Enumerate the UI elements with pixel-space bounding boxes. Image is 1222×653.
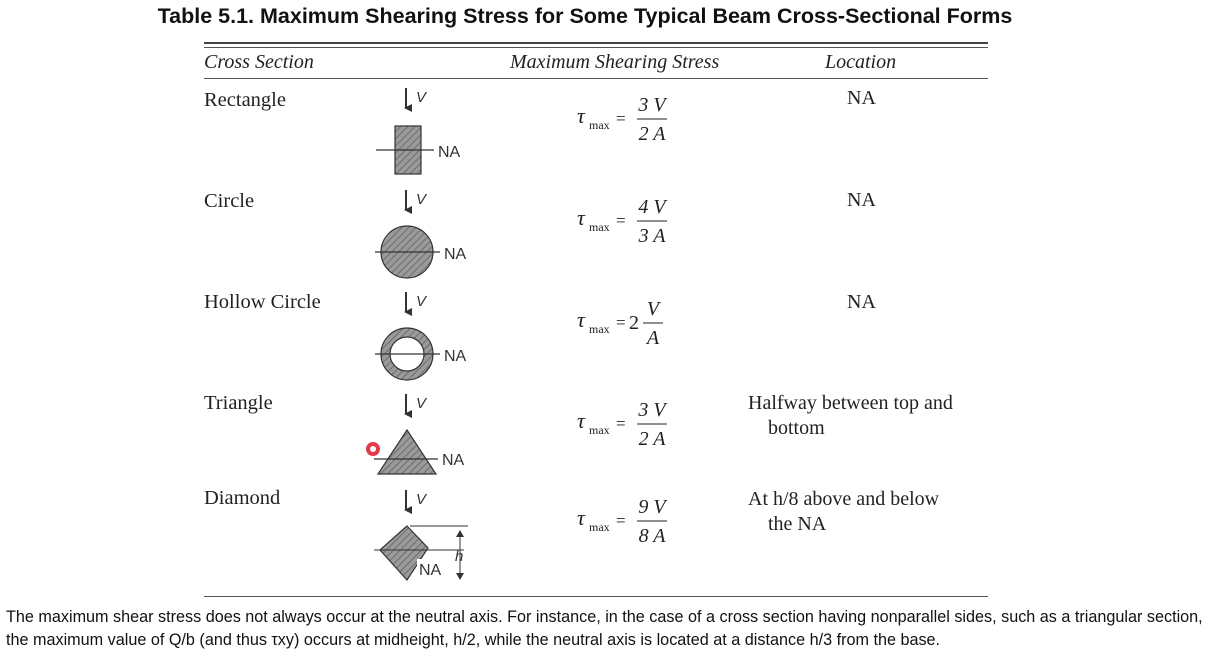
equals-sign: = [616, 511, 626, 530]
cursor-indicator-icon [366, 442, 380, 456]
location-rectangle: NA [847, 87, 876, 109]
row-name-diamond: Diamond [204, 487, 281, 509]
location-hollow-circle: NA [847, 291, 876, 313]
header-max-shearing-stress: Maximum Shearing Stress [510, 51, 720, 73]
row-name-rectangle: Rectangle [204, 89, 286, 111]
neutral-axis-label: NA [444, 246, 467, 263]
neutral-axis-label: NA [444, 348, 467, 365]
header-cross-section: Cross Section [204, 51, 314, 73]
denominator: A [645, 327, 660, 349]
formula-hollow-circle: τ max = 2 V A [577, 298, 663, 349]
top-rule-2 [204, 47, 988, 48]
circle-section-figure: V NA [375, 190, 467, 279]
tau-symbol: τ [577, 408, 586, 433]
tau-symbol: τ [577, 103, 586, 128]
equals-sign: = [616, 109, 626, 128]
max-subscript: max [589, 322, 610, 336]
location-diamond-line2: the NA [768, 513, 827, 535]
formula-triangle: τ max = 3 V 2 A [577, 399, 668, 450]
coefficient: 2 [629, 312, 639, 334]
shear-force-label: V [416, 491, 428, 508]
max-subscript: max [589, 423, 610, 437]
denominator: 8 A [639, 525, 667, 547]
location-triangle: Halfway between top and bottom [748, 391, 953, 441]
header-rule [204, 78, 988, 79]
row-name-hollow-circle: Hollow Circle [204, 291, 321, 313]
top-rule-1 [204, 42, 988, 44]
numerator: 9 V [638, 496, 668, 518]
tau-symbol: τ [577, 505, 586, 530]
numerator: V [647, 298, 662, 320]
location-circle: NA [847, 189, 876, 211]
shear-force-label: V [416, 293, 428, 310]
formula-circle: τ max = 4 V 3 A [577, 196, 668, 247]
table-title: Table 5.1. Maximum Shearing Stress for S… [157, 4, 1013, 28]
shear-force-label: V [416, 395, 428, 412]
shear-force-label: V [416, 191, 428, 208]
bottom-rule [204, 596, 988, 597]
na-label-bg [417, 559, 449, 578]
triangle-section-figure: V NA [374, 394, 465, 475]
denominator: 3 A [638, 225, 667, 247]
denominator: 2 A [639, 123, 667, 145]
location-diamond-line1: At h/8 above and below [748, 488, 940, 510]
diamond-shape [379, 525, 429, 581]
tau-symbol: τ [577, 205, 586, 230]
location-triangle-line2: bottom [768, 417, 825, 439]
max-subscript: max [589, 520, 610, 534]
equals-sign: = [616, 211, 626, 230]
location-diamond: At h/8 above and below the NA [748, 487, 939, 537]
neutral-axis-label: NA [442, 452, 465, 469]
row-name-circle: Circle [204, 190, 255, 212]
numerator: 4 V [638, 196, 668, 218]
triangle-shape [376, 428, 438, 475]
height-label: h [455, 548, 463, 565]
denominator: 2 A [639, 428, 667, 450]
equals-sign: = [616, 414, 626, 433]
neutral-axis-label: NA [438, 144, 461, 161]
formula-diamond: τ max = 9 V 8 A [577, 496, 668, 547]
equals-sign: = [616, 313, 626, 332]
tau-symbol: τ [577, 307, 586, 332]
location-triangle-line1: Halfway between top and [748, 392, 953, 414]
formula-rectangle: τ max = 3 V 2 A [577, 94, 668, 145]
max-subscript: max [589, 220, 610, 234]
rectangle-section-figure: V NA [376, 88, 461, 175]
shear-force-label: V [416, 89, 428, 106]
numerator: 3 V [637, 94, 668, 116]
numerator: 3 V [637, 399, 668, 421]
row-name-triangle: Triangle [204, 392, 273, 414]
explanation-paragraph: The maximum shear stress does not always… [6, 608, 1203, 649]
diamond-section-figure: V NA h [374, 490, 468, 581]
neutral-axis-label: NA [419, 562, 442, 579]
hollow-circle-section-figure: V NA [375, 292, 467, 381]
max-subscript: max [589, 118, 610, 132]
header-location: Location [825, 51, 897, 73]
